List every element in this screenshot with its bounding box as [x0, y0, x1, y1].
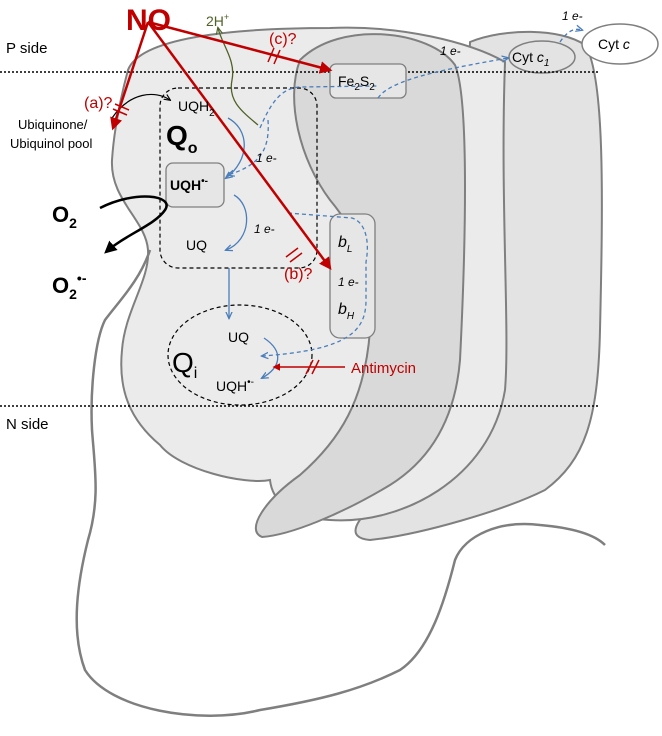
electron-label-cyt-b: 1 e-: [338, 275, 359, 289]
electron-label-cyt-c: 1 e-: [562, 9, 583, 23]
cyt-c-label: Cyt c: [598, 36, 630, 52]
ubiquinone-pool-label-line2: Ubiquinol pool: [10, 136, 93, 151]
uq-qi-label: UQ: [228, 329, 249, 345]
uq-qo-label: UQ: [186, 237, 207, 253]
proton-label: 2H+: [206, 12, 229, 29]
antimycin-label: Antimycin: [351, 360, 416, 377]
ubiquinone-pool-label-line1: Ubiquinone/: [18, 117, 88, 132]
electron-label-fe2s2: 1 e-: [440, 44, 461, 58]
superoxide-label: O2•-: [52, 270, 87, 302]
qi-label: Qi: [172, 347, 197, 382]
n-side-label: N side: [6, 416, 49, 433]
inhibition-c-label: (c)?: [269, 31, 297, 48]
nitric-oxide-label: NO: [126, 4, 171, 37]
inhibition-b-label: (b)?: [284, 266, 313, 283]
inhibition-a-label: (a)?: [84, 95, 113, 112]
electron-label-qo-2: 1 e-: [254, 222, 275, 236]
p-side-label: P side: [6, 40, 47, 57]
electron-label-qo-1: 1 e-: [256, 151, 277, 165]
oxygen-label: O2: [52, 202, 77, 231]
